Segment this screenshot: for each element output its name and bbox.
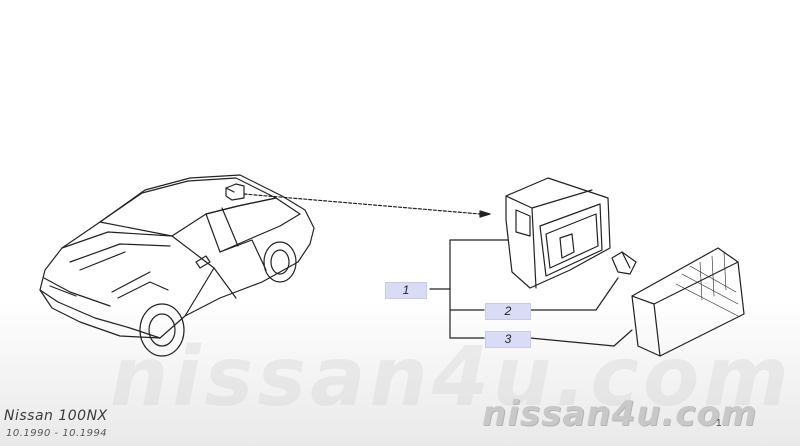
- bottom-gradient: [0, 300, 800, 446]
- callout-bracket: [429, 239, 633, 347]
- bulb: [611, 251, 637, 275]
- leader-arrow: [243, 193, 491, 218]
- lens: [631, 247, 745, 357]
- brand-logo: nissan4u.com: [482, 394, 758, 434]
- corner-mark: 1: [716, 418, 722, 429]
- callout-3: 3: [485, 331, 531, 348]
- callout-1: 1: [385, 282, 427, 299]
- car-illustration: [39, 174, 315, 357]
- lamp-housing: [505, 177, 611, 289]
- callout-2: 2: [485, 303, 531, 320]
- background-watermark: nissan4u.com: [110, 330, 793, 425]
- production-dates: 10.1990 - 10.1994: [6, 428, 108, 439]
- model-name: Nissan 100NX: [4, 408, 108, 424]
